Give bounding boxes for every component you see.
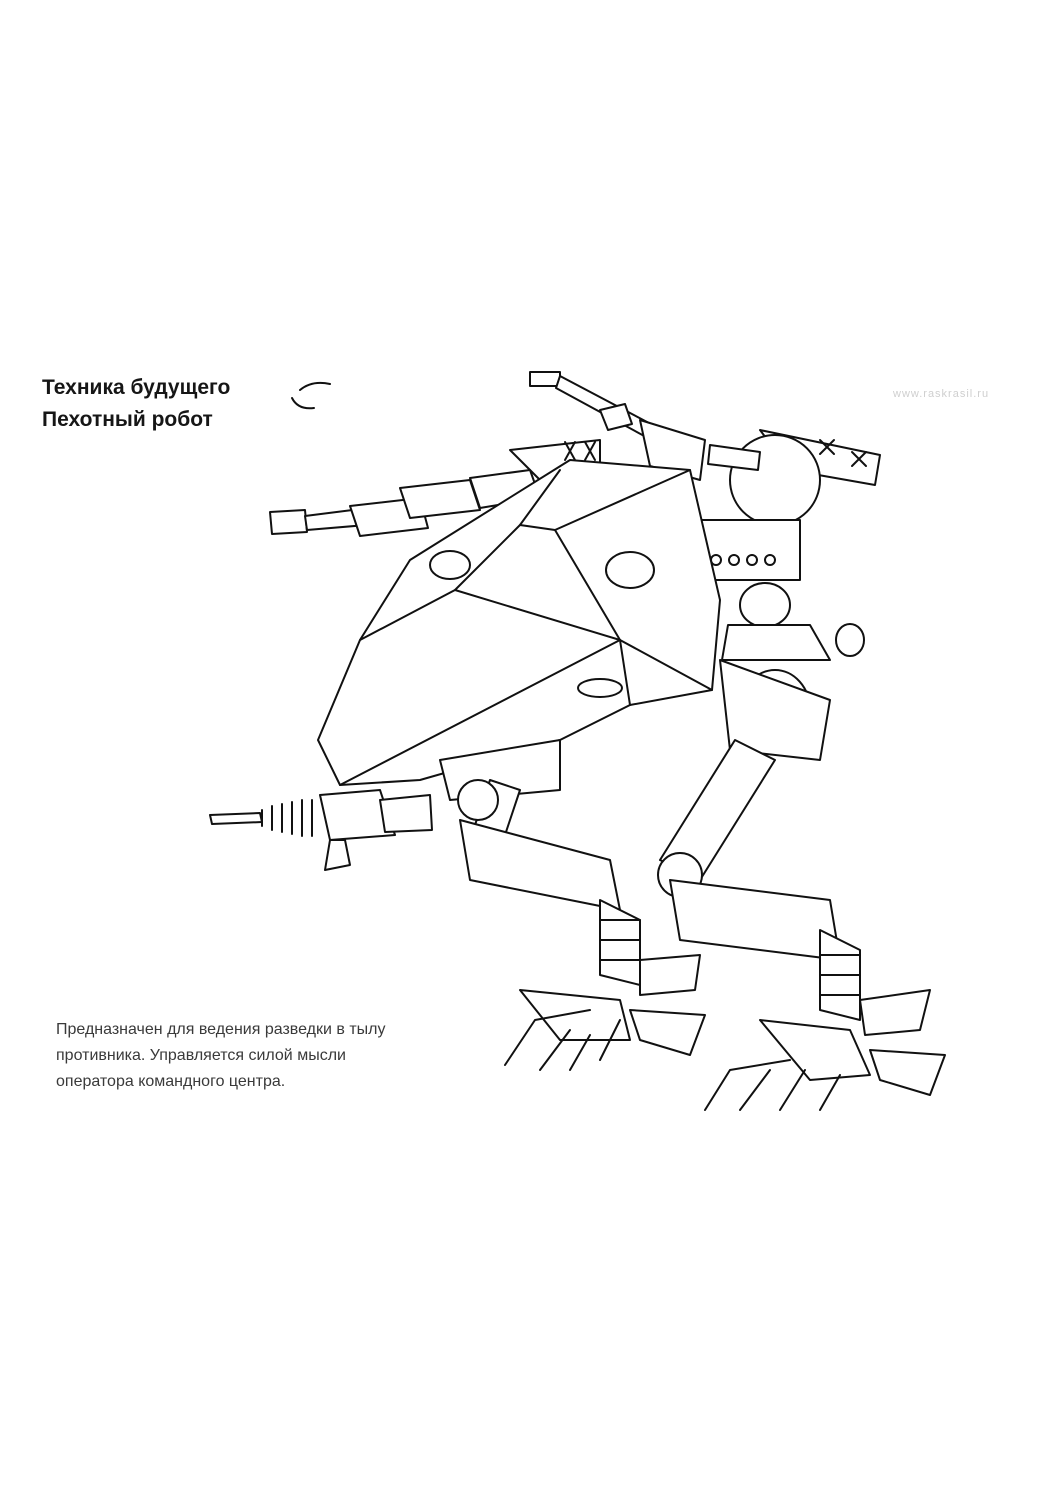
front-leg: [439, 739, 706, 1071]
rear-leg: [657, 659, 946, 1111]
caption: Предназначен для ведения разведки в тылу…: [56, 1017, 385, 1095]
front-blaster: [209, 789, 433, 871]
caption-line-3: оператора командного центра.: [56, 1073, 286, 1090]
title-line-1: Техника будущего: [42, 376, 231, 399]
upper-cannon: [529, 371, 761, 481]
caption-line-2: противника. Управляется силой мысли: [56, 1047, 346, 1064]
title-line-2: Пехотный робот: [42, 408, 213, 431]
watermark: www.raskrasil.ru: [893, 388, 990, 400]
caption-line-1: Предназначен для ведения разведки в тылу: [56, 1021, 386, 1038]
page-title: Техника будущего Пехотный робот: [42, 372, 230, 436]
hull: [317, 459, 721, 786]
side-cannon: [269, 469, 541, 537]
